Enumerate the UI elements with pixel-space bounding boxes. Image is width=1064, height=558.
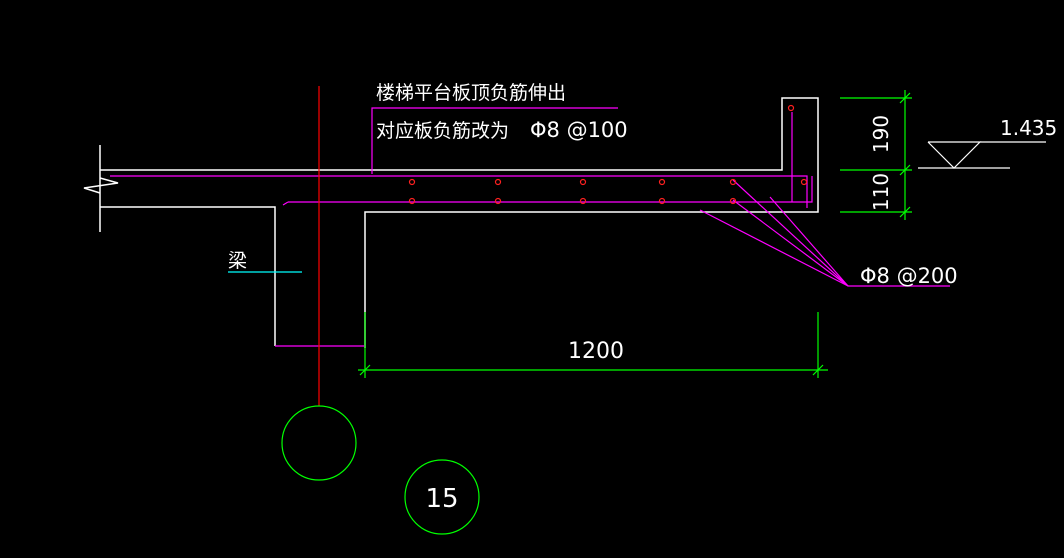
rebar-dot — [658, 197, 666, 205]
leader-4 — [769, 196, 849, 287]
bottom-rebar — [288, 176, 813, 203]
dim-tick-top — [899, 92, 911, 104]
rebar-dot — [787, 104, 795, 112]
dim-width-tick-right — [812, 364, 824, 376]
break-symbol — [83, 177, 119, 194]
rebar-dots — [408, 104, 808, 205]
top-negative-rebar — [110, 175, 808, 208]
rebar-dot — [729, 178, 737, 186]
dim-upturn-label: 190 — [869, 115, 893, 153]
leader-3 — [732, 179, 849, 287]
rebar-dot — [729, 197, 737, 205]
dim-tick-mid — [899, 164, 911, 176]
rebar-group — [110, 107, 950, 347]
rebar-dot — [494, 197, 502, 205]
rebar-dot — [408, 197, 416, 205]
rebar-dot — [494, 178, 502, 186]
note-line-2: 对应板负筋改为 — [376, 120, 509, 142]
slab-bottom-edge — [100, 206, 276, 346]
axis-number-bubble — [404, 459, 480, 535]
elevation-symbol — [918, 141, 1046, 169]
note-leader — [371, 107, 618, 174]
axis-number: 15 — [425, 484, 458, 514]
dim-slab-label: 110 — [869, 173, 893, 211]
top-rebar-spec: Φ8 @100 — [530, 118, 628, 142]
elevation-label: 1.435 — [1000, 116, 1057, 140]
slab-top-edge — [100, 97, 819, 348]
elevation-triangle — [927, 141, 982, 169]
leader-2 — [732, 199, 849, 287]
concrete-outline — [83, 97, 819, 348]
rebar-dot — [408, 178, 416, 186]
dim-width-label: 1200 — [568, 339, 624, 364]
rebar-dot — [579, 197, 587, 205]
leader-1 — [699, 209, 849, 287]
bottom-rebar-spec: Φ8 @200 — [860, 264, 958, 288]
beam-label: 梁 — [228, 250, 247, 272]
dimensions — [281, 90, 912, 535]
dim-width-tick-left — [359, 364, 371, 376]
axis-bubble — [281, 405, 357, 481]
labels: 楼梯平台板顶负筋伸出 对应板负筋改为 Φ8 @100 Φ8 @200 梁 120… — [228, 82, 1057, 514]
bottom-rebar-hook — [282, 201, 289, 206]
rebar-dot — [579, 178, 587, 186]
note-line-1: 楼梯平台板顶负筋伸出 — [376, 82, 566, 104]
rebar-dot — [658, 178, 666, 186]
rebar-dot — [800, 178, 808, 186]
dim-tick-bottom — [899, 206, 911, 218]
